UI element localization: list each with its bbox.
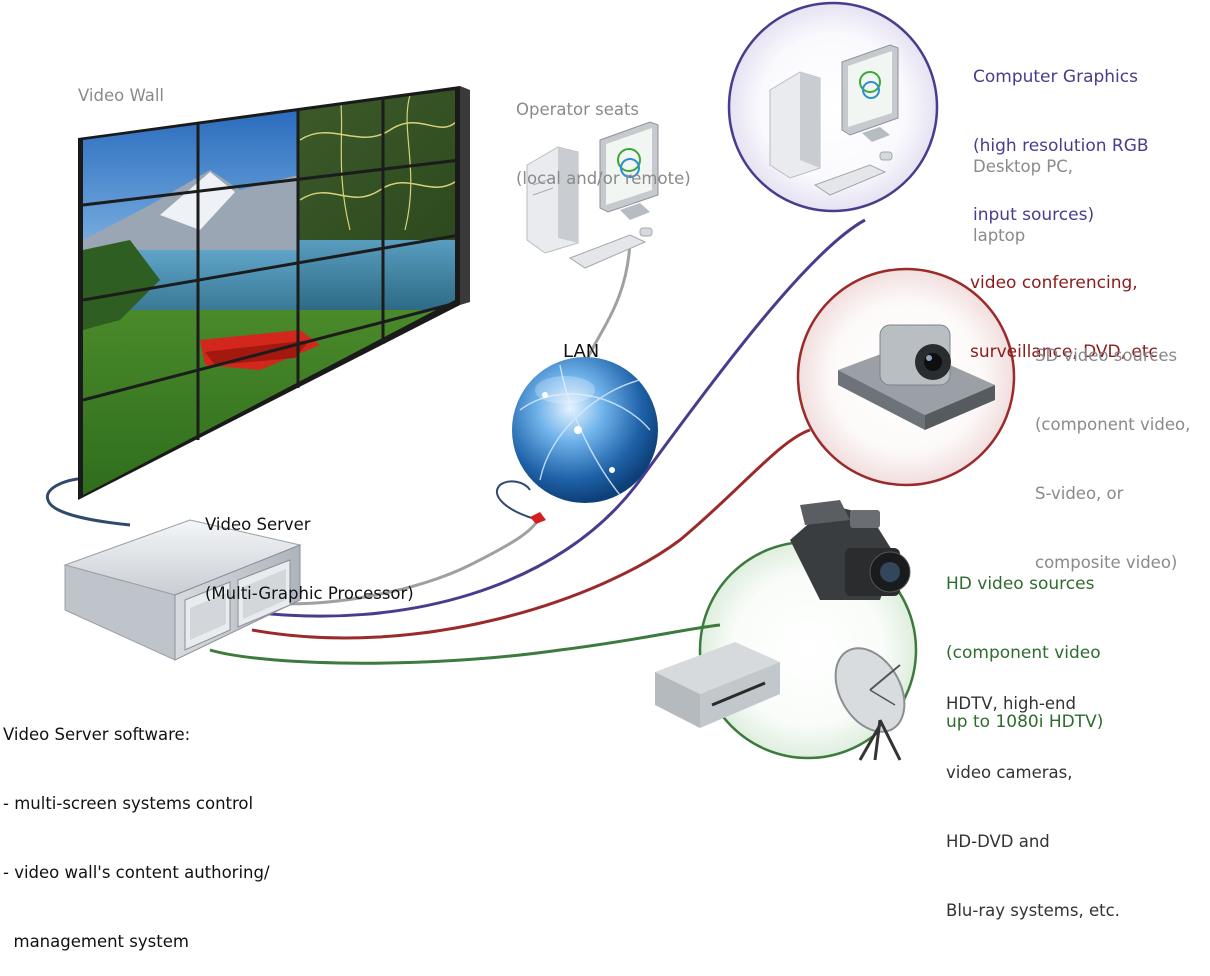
- cable-lan-server: [251, 519, 540, 606]
- software-line-3: - video wall's content authoring/: [3, 863, 270, 882]
- computer-graphics-line-3: input sources): [973, 205, 1095, 225]
- video-server-software-label: Video Server software: - multi-screen sy…: [3, 677, 270, 976]
- software-line-2: - multi-screen systems control: [3, 794, 254, 813]
- video-server-line-2: (Multi-Graphic Processor): [205, 584, 414, 603]
- lan-label: LAN: [563, 341, 600, 362]
- desktop-pc-line-2: laptop: [973, 226, 1026, 245]
- sd-video-line-2: (component video,: [1035, 415, 1191, 434]
- video-server-line-1: Video Server: [205, 515, 311, 534]
- cable-sd-video: [251, 428, 811, 640]
- hd-video-line-3: up to 1080i HDTV): [946, 712, 1104, 732]
- video-server-label: Video Server (Multi-Graphic Processor): [205, 467, 414, 628]
- cable-hd-video: [209, 623, 721, 665]
- operator-seats-line-2: (local and/or remote): [516, 169, 691, 188]
- sd-video-line-1: SD video sources: [1035, 346, 1178, 365]
- computer-graphics-line-2: (high resolution RGB: [973, 136, 1149, 156]
- computer-graphics-label: Computer Graphics (high resolution RGB i…: [973, 20, 1149, 250]
- hd-video-line-2: (component video: [946, 643, 1101, 663]
- desktop-pc: [769, 44, 899, 196]
- video-conferencing-line-2: surveillance, DVD, etc.: [970, 342, 1164, 362]
- cable-lan-loop: [495, 480, 536, 520]
- video-server: [63, 519, 302, 661]
- dvd-player: [655, 642, 780, 728]
- hdtv-line-3: HD-DVD and: [946, 832, 1050, 851]
- hd-video-sources-label: HD video sources (component video up to …: [946, 527, 1103, 757]
- cable-computer-graphics: [251, 218, 866, 618]
- hdtv-line-2: video cameras,: [946, 763, 1073, 782]
- lan-globe: [512, 357, 658, 503]
- operator-seats-label: Operator seats (local and/or remote): [516, 52, 691, 213]
- hdtv-line-4: Blu-ray systems, etc.: [946, 901, 1120, 920]
- video-wall-label: Video Wall: [78, 86, 165, 105]
- desktop-pc-line-1: Desktop PC,: [973, 157, 1074, 176]
- hdtv-line-1: HDTV, high-end: [946, 694, 1076, 713]
- video-conferencing-line-1: video conferencing,: [970, 273, 1138, 293]
- video-conferencing-label: video conferencing, surveillance, DVD, e…: [970, 226, 1163, 387]
- cable-lan-operator: [585, 239, 632, 361]
- lan-plug: [530, 512, 546, 524]
- sd-video-sources-label: SD video sources (component video, S-vid…: [1035, 298, 1190, 597]
- operator-seats-line-1: Operator seats: [516, 100, 640, 119]
- hd-camcorder: [790, 500, 911, 600]
- cable-wall-server: [45, 476, 131, 527]
- sd-video-line-3: S-video, or: [1035, 484, 1124, 503]
- operator-workstation: [526, 121, 659, 269]
- ptz-camera: [838, 324, 995, 430]
- hd-video-line-1: HD video sources: [946, 574, 1095, 594]
- hdtv-devices-label: HDTV, high-end video cameras, HD-DVD and…: [946, 646, 1120, 945]
- diagram-canvas: [45, 1, 1016, 761]
- software-line-1: Video Server software:: [3, 725, 191, 744]
- desktop-pc-label: Desktop PC, laptop: [973, 109, 1073, 270]
- satellite-dish: [834, 647, 906, 761]
- software-line-4: management system: [3, 932, 189, 951]
- sd-video-line-4: composite video): [1035, 553, 1178, 572]
- computer-graphics-line-1: Computer Graphics: [973, 67, 1138, 87]
- video-wall: [78, 86, 470, 500]
